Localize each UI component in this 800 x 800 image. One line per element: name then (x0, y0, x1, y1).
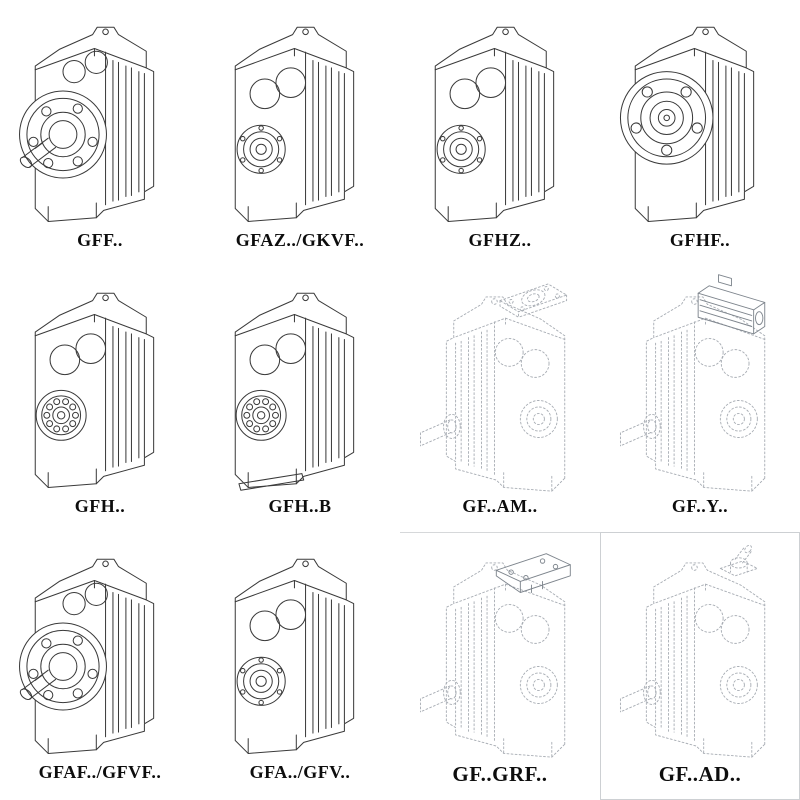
catalog-cell-gfhf: GFHF.. (600, 0, 800, 266)
gfhz-gearbox-illustration (407, 5, 593, 227)
model-label-gfaz-gkvf: GFAZ../GKVF.. (235, 230, 365, 250)
gf-y-gearbox-illustration (607, 271, 793, 493)
gff-gearbox-illustration (7, 5, 193, 227)
model-label-gf-grf: GF..GRF.. (452, 762, 548, 786)
model-label-gf-y: GF..Y.. (671, 496, 729, 516)
model-label-gfhz: GFHZ.. (468, 230, 532, 250)
model-label-gfaf-gfvf: GFAF../GFVF.. (38, 762, 162, 782)
catalog-cell-gfaf-gfvf: GFAF../GFVF.. (0, 532, 200, 800)
model-label-gfa-gfv: GFA../GFV.. (249, 762, 351, 782)
gfhf-gearbox-illustration (607, 5, 793, 227)
gfh-gearbox-illustration (7, 271, 193, 493)
catalog-cell-gff: GFF.. (0, 0, 200, 266)
model-label-gff: GFF.. (77, 230, 123, 250)
gfa-gfv-gearbox-illustration (207, 537, 393, 759)
model-label-gfh: GFH.. (74, 496, 126, 516)
model-label-gfh-b: GFH..B (268, 496, 332, 516)
gfaf-gfvf-gearbox-illustration (7, 537, 193, 759)
gf-ad-gearbox-illustration (607, 537, 793, 759)
gfaz-gkvf-gearbox-illustration (207, 5, 393, 227)
catalog-cell-gfh-b: GFH..B (200, 266, 400, 532)
model-label-gf-am: GF..AM.. (462, 496, 538, 516)
model-label-gfhf: GFHF.. (669, 230, 731, 250)
catalog-cell-gfhz: GFHZ.. (400, 0, 600, 266)
catalog-cell-gf-grf: GF..GRF.. (400, 532, 600, 800)
catalog-cell-gfaz-gkvf: GFAZ../GKVF.. (200, 0, 400, 266)
gfh-b-gearbox-illustration (207, 271, 393, 493)
gf-grf-gearbox-illustration (407, 537, 593, 759)
gf-am-gearbox-illustration (407, 271, 593, 493)
catalog-cell-gfa-gfv: GFA../GFV.. (200, 532, 400, 800)
catalog-cell-gfh: GFH.. (0, 266, 200, 532)
catalog-cell-gf-am: GF..AM.. (400, 266, 600, 532)
model-label-gf-ad: GF..AD.. (658, 762, 742, 786)
catalog-cell-gf-ad: GF..AD.. (600, 532, 800, 800)
catalog-cell-gf-y: GF..Y.. (600, 266, 800, 532)
